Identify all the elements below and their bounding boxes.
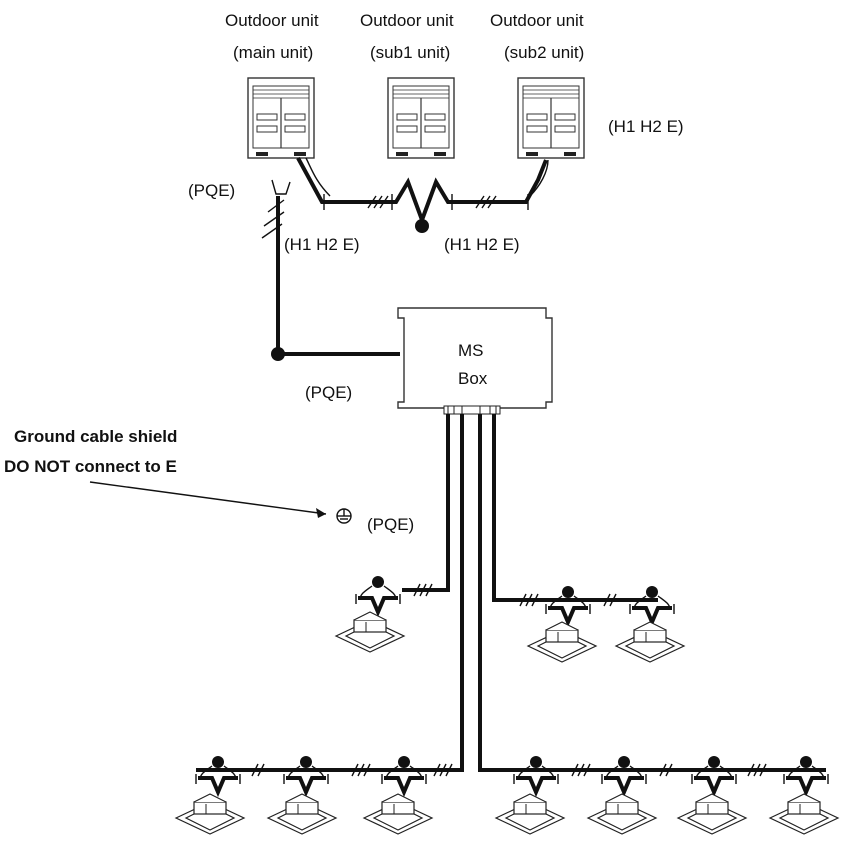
indoor-unit-icon: [495, 793, 565, 835]
outdoor-unit-sub2-label: Outdoor unit: [490, 11, 584, 30]
outdoor-unit-sub1-sublabel: (sub1 unit): [370, 43, 450, 62]
junction-dot-icon: [271, 347, 285, 361]
indoor-unit-icon: [587, 793, 657, 835]
h1h2e-label-right: (H1 H2 E): [608, 117, 684, 136]
indoor-unit-icon: [335, 611, 405, 653]
outdoor-unit-sub2-icon: [517, 77, 585, 159]
ground-note-line1: Ground cable shield: [14, 427, 177, 446]
ground-icon: [336, 508, 352, 524]
pqe-label-top: (PQE): [188, 181, 235, 200]
pqe-label-ground: (PQE): [367, 515, 414, 534]
ms-box: [397, 307, 553, 409]
indoor-unit-icon: [677, 793, 747, 835]
indoor-unit-icon: [615, 621, 685, 663]
indoor-unit-icon: [175, 793, 245, 835]
indoor-unit-icon: [267, 793, 337, 835]
h1h2e-label-left: (H1 H2 E): [284, 235, 360, 254]
pqe-label-box: (PQE): [305, 383, 352, 402]
outdoor-unit-sub1-label: Outdoor unit: [360, 11, 454, 30]
ground-note-line2: DO NOT connect to E: [4, 457, 177, 476]
h1h2e-label-mid: (H1 H2 E): [444, 235, 520, 254]
indoor-unit-icon: [769, 793, 839, 835]
outdoor-unit-main-sublabel: (main unit): [233, 43, 313, 62]
junction-dot-icon: [415, 219, 429, 233]
outdoor-unit-sub1-icon: [387, 77, 455, 159]
outdoor-unit-sub2-sublabel: (sub2 unit): [504, 43, 584, 62]
indoor-unit-icon: [527, 621, 597, 663]
indoor-unit-icon: [363, 793, 433, 835]
ms-box-label-line1: MS: [458, 341, 484, 360]
outdoor-unit-main-label: Outdoor unit: [225, 11, 319, 30]
outdoor-unit-main-icon: [247, 77, 315, 159]
ms-box-label-line2: Box: [458, 369, 488, 388]
